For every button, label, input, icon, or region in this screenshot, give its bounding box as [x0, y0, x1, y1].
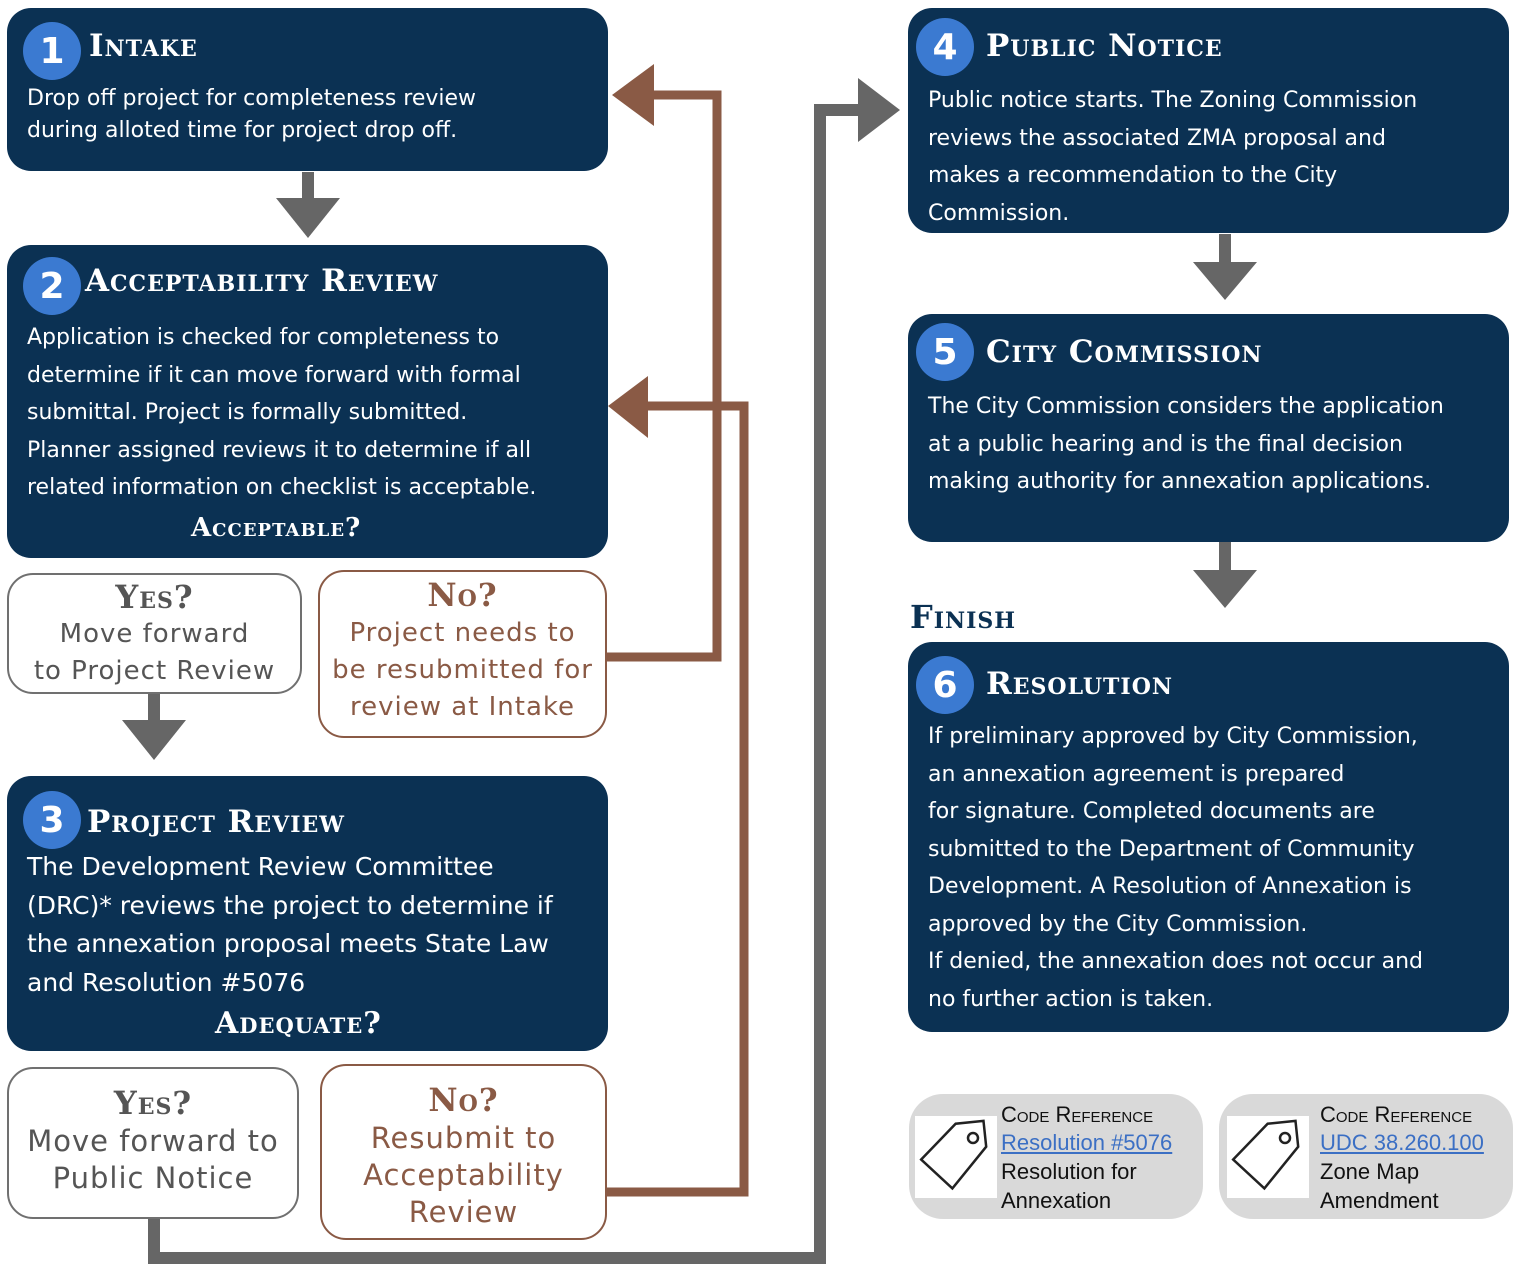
connector-back-to-intake — [607, 64, 722, 662]
code-reference-label: Code Reference — [1320, 1102, 1473, 1127]
step-number-badge: 2 — [23, 257, 81, 315]
down-arrow-5-6 — [1193, 542, 1257, 608]
step-number-badge: 5 — [916, 323, 974, 381]
step-title: Public Notice — [986, 28, 1223, 64]
step-title: Intake — [89, 28, 198, 64]
finish-label: Finish — [910, 598, 1017, 636]
decision-no-resubmit-intake: No? Project needs to be resubmitted for … — [318, 570, 607, 738]
step-title: City Commission — [986, 334, 1263, 370]
code-reference-resolution: Code Reference Resolution #5076 Resoluti… — [909, 1094, 1203, 1219]
step-title: Acceptability Review — [85, 263, 439, 299]
step-number-badge: 4 — [916, 18, 974, 76]
step-description: The Development Review Committee (DRC)* … — [27, 852, 553, 997]
decision-text: Move forward to Public Notice — [27, 1124, 279, 1195]
decision-yes-public-notice: Yes? Move forward to Public Notice — [7, 1067, 299, 1219]
step-question: Acceptable? — [191, 513, 362, 543]
tag-icon — [1227, 1116, 1309, 1198]
code-reference-description: Zone Map Amendment — [1320, 1159, 1439, 1213]
code-reference-label: Code Reference — [1001, 1102, 1154, 1127]
step-project-review: 3 Project Review The Development Review … — [7, 776, 608, 1051]
tag-icon — [915, 1116, 997, 1198]
step-public-notice: 4 Public Notice Public notice starts. Th… — [908, 8, 1509, 233]
decision-label: Yes? — [113, 1084, 193, 1122]
code-reference-description: Resolution for Annexation — [1001, 1159, 1137, 1213]
decision-label: Yes? — [115, 578, 194, 616]
step-acceptability-review: 2 Acceptability Review Application is ch… — [7, 245, 608, 558]
step-title: Project Review — [87, 804, 345, 840]
step-intake: 1 Intake Drop off project for completene… — [7, 8, 608, 171]
step-description: Public notice starts. The Zoning Commiss… — [928, 88, 1418, 226]
decision-text: Move forward to Project Review — [33, 619, 276, 686]
step-number-badge: 1 — [23, 22, 81, 80]
down-arrow-4-5 — [1193, 234, 1257, 300]
down-arrow-1-2 — [276, 172, 340, 238]
step-description: The City Commission considers the applic… — [928, 394, 1444, 494]
code-reference-udc: Code Reference UDC 38.260.100 Zone Map A… — [1219, 1094, 1513, 1219]
code-reference-link[interactable]: UDC 38.260.100 — [1320, 1130, 1484, 1155]
step-description: Drop off project for completeness review… — [27, 86, 477, 143]
connector-to-public-notice — [148, 78, 900, 1264]
step-number-badge: 3 — [23, 791, 81, 849]
step-description: If preliminary approved by City Commissi… — [928, 724, 1423, 1012]
step-description: Application is checked for completeness … — [27, 325, 537, 500]
step-number-badge: 6 — [916, 656, 974, 714]
decision-text: Project needs to be resubmitted for revi… — [332, 618, 593, 722]
step-city-commission: 5 City Commission The City Commission co… — [908, 314, 1509, 542]
decision-text: Resubmit to Acceptability Review — [363, 1121, 564, 1229]
step-question: Adequate? — [215, 1006, 382, 1041]
step-title: Resolution — [986, 666, 1173, 702]
decision-label: No? — [427, 576, 498, 614]
decision-yes-project-review: Yes? Move forward to Project Review — [7, 573, 302, 694]
code-reference-link[interactable]: Resolution #5076 — [1001, 1130, 1173, 1155]
down-arrow-2yes-3 — [122, 694, 186, 760]
decision-label: No? — [428, 1081, 499, 1119]
decision-no-resubmit-acceptability: No? Resubmit to Acceptability Review — [320, 1064, 607, 1240]
connector-back-to-acceptability — [607, 376, 749, 1197]
step-resolution: 6 Resolution If preliminary approved by … — [908, 642, 1509, 1032]
